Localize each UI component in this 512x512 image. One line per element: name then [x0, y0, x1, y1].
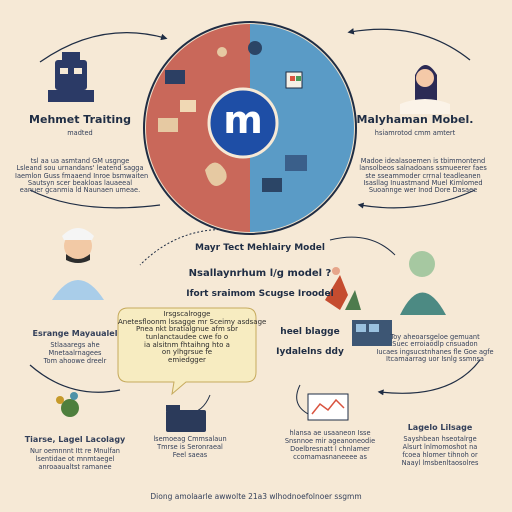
speech-bubble [117, 307, 257, 396]
desc-line: Suoannge wer Inod Dore Dasaee [368, 186, 478, 194]
woman-illustration [400, 65, 450, 114]
top-left-title: Mehmet Traiting [29, 113, 131, 126]
bottom-left-title: Tiarse, Lagel Lacolagy [24, 435, 126, 444]
dashboard-illustration [352, 320, 392, 346]
top-right-sub: hsiamrotod cmm amtert [374, 129, 456, 137]
chart-illustration [307, 393, 349, 421]
desc-line: eanuer gcanmia ld Naunaen umeae. [19, 186, 141, 194]
bottom-right-mid-line: Snsnnoe mir ageanoneodie [284, 437, 376, 445]
arrow-right-bottom [296, 384, 311, 416]
bottom-right-line: Sayshbean hseotalrge [403, 435, 477, 443]
left-description: tsl aa ua asmtand GM usgnge Lsleand sou … [15, 157, 149, 194]
bottom-mid-line: Tmrse is Seronraeal [157, 443, 223, 451]
bottom-right-title: Lagelo Lilsage [407, 423, 473, 432]
bottom-left-line: Nur oemnnnt Itt re Mnulfan [29, 447, 120, 455]
middle-left-line: Stlaaaregs ahe [50, 341, 100, 349]
top-left-sub: madted [67, 129, 93, 137]
desc-line: Sautsyn scer beakloas lauaeeal [27, 178, 133, 187]
logo-letter: m [223, 98, 263, 142]
bottom-right-line: fcoea hlomer tihnoh or [402, 451, 478, 459]
mid-right-description: Toy aheoarsgeloe gemuant Suec erroiaodlp… [370, 333, 500, 363]
arrow-top-left [39, 32, 168, 63]
bottom-left-line: lsentidae ot mnmtaegel [35, 455, 115, 463]
top-right-title: Malyhaman Mobel. [356, 113, 474, 126]
bubble-text: Irsgscalrogge Anetesfloonm lssagge mr Sc… [118, 310, 267, 365]
desc-line: Iaemlon Guss fmaaend Inroe bsmwaiten [15, 171, 149, 180]
desc-line: Madoe idealasoemen is tbimmontend [360, 157, 486, 165]
arrow-top-right [347, 28, 471, 61]
middle-left-line: Mnetaalrnagees [48, 349, 102, 357]
bottom-mid-line: Feel saeas [172, 451, 208, 459]
footer-text: Diong amolaarle awwolte 21a3 wlhodnoefol… [150, 492, 362, 501]
bubble-line: ia alsitnm fhtaihng hto a [144, 340, 230, 349]
arrow-bottom-left [29, 364, 121, 393]
desc-line: Toy aheoarsgeloe gemuant [390, 333, 480, 341]
arrow-center-left [139, 228, 236, 266]
desc-line: Itcamaarrag uor Isnlg ssmnsa [386, 354, 484, 363]
middle-left-title: Esrange Mayaualel [32, 329, 118, 338]
center-line-2: Nsallaynrhum l/g model ? [188, 268, 332, 279]
bubble-line: Pnea nkt bratialgnue afm sbr [136, 325, 238, 334]
arrow-bottom-right [377, 359, 481, 396]
bottom-right-line: Alsurt lnlmomoshot na [402, 443, 478, 451]
desc-line: Suec erroiaodlp cnsuadon [392, 340, 478, 349]
model-label-title: heel blagge [280, 327, 340, 337]
desc-line: tsl aa ua asmtand GM usgnge [30, 157, 130, 165]
folder-illustration [166, 405, 206, 432]
bottom-right-mid-line: Doelbresnatt l chnlamer [290, 445, 370, 453]
desc-line: ste sseammoder crrnal teadleanen [365, 171, 481, 180]
bubble-line: Irsgscalrogge [163, 310, 211, 318]
center-line-1: Mayr Tect Mehlairy Model [195, 243, 325, 253]
bubble-line: tunlanctaudee cwe fo o [145, 333, 229, 342]
bubble-line: Anetesfloonm lssagge mr Sceimy asdsage [118, 317, 267, 326]
bubble-line: on ylhgrsue fe [161, 348, 213, 357]
man-illustration [52, 228, 104, 300]
bottom-right-mid-line: hlansa ae usaaneon Isse [289, 429, 371, 437]
central-circle [143, 21, 357, 235]
bubble-line: emiedgger [168, 356, 206, 365]
center-line-3: Ifort sraimom Scugse Iroodel [186, 289, 334, 299]
desc-line: Isasllag Inuastmand Muel Kimlomed [363, 178, 483, 187]
bottom-right-mid-line: ccomamasnaneeee as [293, 453, 367, 461]
bug-illustration [56, 392, 79, 417]
robot-illustration [48, 52, 94, 102]
model-label-sub: Iydalelns ddy [276, 347, 344, 357]
desc-line: lansolbeos salnadoans ssmueerer faes [359, 164, 487, 173]
figure-illustration [325, 267, 361, 310]
desc-line: Lsleand sou urnandans' leatend sagga [16, 164, 144, 173]
bottom-left-line: anroaaualtst ramanee [38, 463, 112, 471]
arrow-center-right [329, 236, 396, 256]
arrow-left-mid [29, 189, 161, 209]
right-description: Madoe idealasoemen is tbimmontend lansol… [358, 157, 488, 194]
doctor-illustration [400, 251, 446, 315]
desc-line: Iucaes ingsucstnhanes fle Goe agfe [376, 347, 494, 356]
bottom-right-line: Naayl lmsbenltaosolres [401, 459, 479, 467]
bottom-mid-line: lsemoeag Cmmsalaun [153, 435, 227, 443]
arrow-right-mid [357, 189, 476, 209]
middle-left-line: Tom ahoowe dreelr [43, 357, 107, 365]
